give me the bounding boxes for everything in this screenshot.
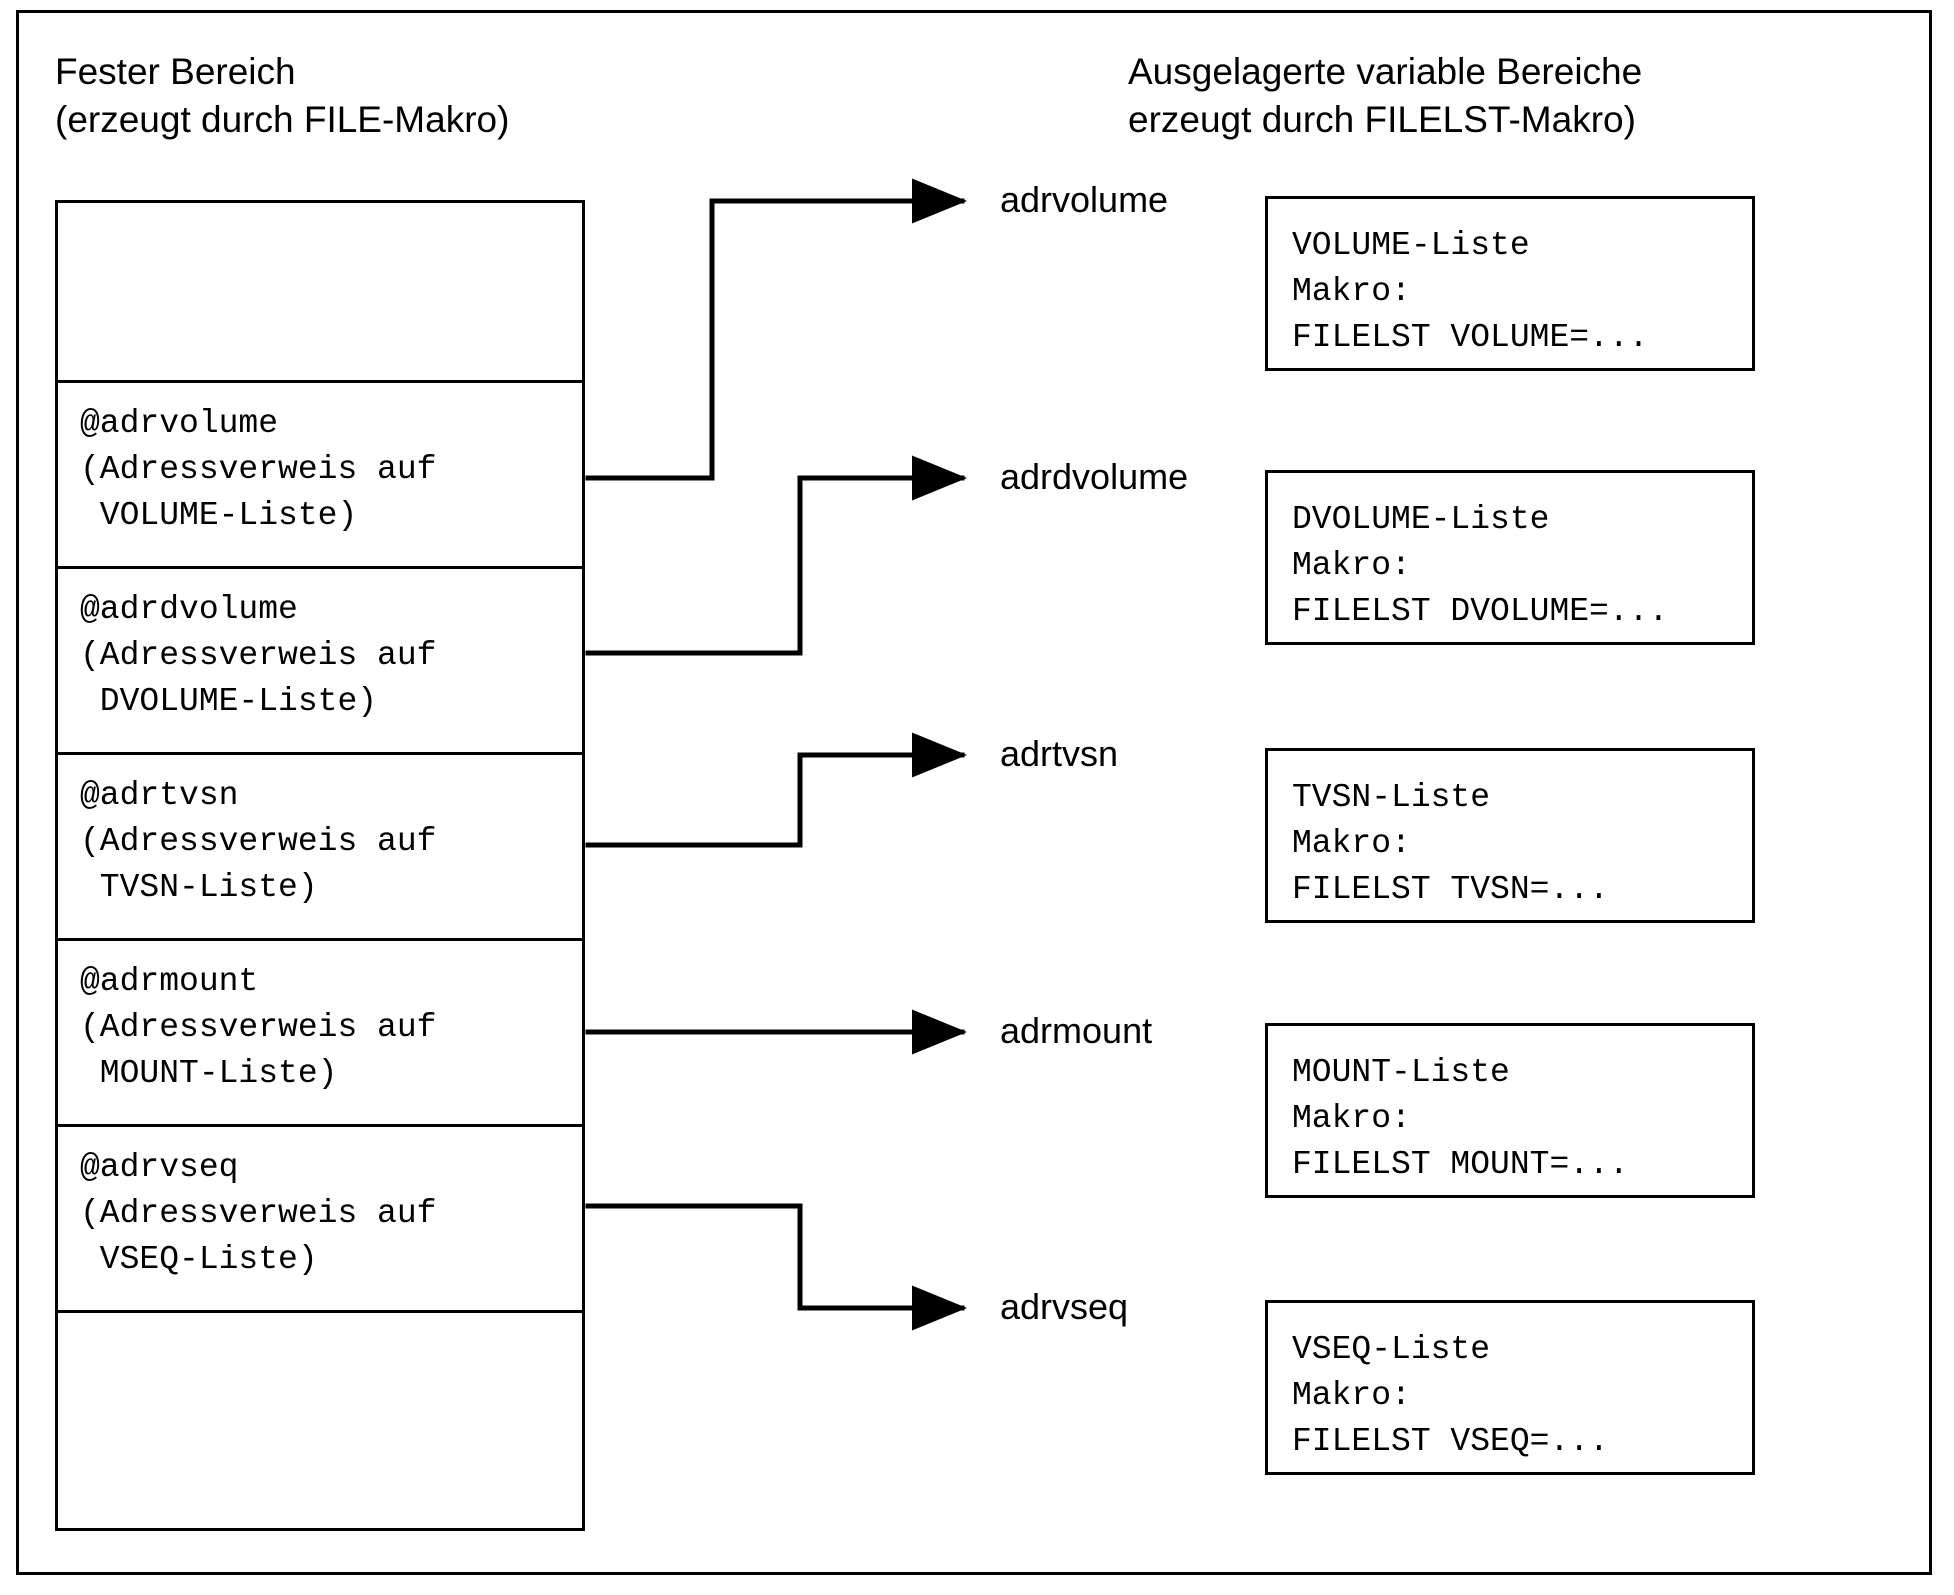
- fixed-area-cell-adrtvsn: @adrtvsn (Adressverweis auf TVSN-Liste): [80, 777, 437, 906]
- right-column-heading: Ausgelagerte variable Bereiche erzeugt d…: [1128, 51, 1643, 140]
- list-box-mount-text: MOUNT-Liste Makro: FILELST MOUNT=...: [1292, 1054, 1629, 1183]
- list-box-dvolume: DVOLUME-Liste Makro: FILELST DVOLUME=...: [1265, 470, 1755, 645]
- list-box-volume-text: VOLUME-Liste Makro: FILELST VOLUME=...: [1292, 227, 1649, 356]
- fixed-area-cell-adrmount: @adrmount (Adressverweis auf MOUNT-Liste…: [80, 963, 437, 1092]
- list-box-vseq: VSEQ-Liste Makro: FILELST VSEQ=...: [1265, 1300, 1755, 1475]
- fixed-area-table: @adrvolume (Adressverweis auf VOLUME-Lis…: [55, 200, 585, 1531]
- diagram-outer-frame: [16, 10, 1932, 1575]
- fixed-area-row-adrvolume: @adrvolume (Adressverweis auf VOLUME-Lis…: [58, 383, 582, 569]
- fixed-area-cell-adrvolume: @adrvolume (Adressverweis auf VOLUME-Lis…: [80, 405, 437, 534]
- fixed-area-cell-empty-top: [58, 203, 582, 221]
- target-label-adrmount: adrmount: [1000, 1010, 1153, 1051]
- fixed-area-row-adrdvolume: @adrdvolume (Adressverweis auf DVOLUME-L…: [58, 569, 582, 755]
- list-box-dvolume-text: DVOLUME-Liste Makro: FILELST DVOLUME=...: [1292, 501, 1669, 630]
- list-box-tvsn: TVSN-Liste Makro: FILELST TVSN=...: [1265, 748, 1755, 923]
- target-label-adrtvsn: adrtvsn: [1000, 733, 1119, 774]
- fixed-area-cell-empty-bottom: [58, 1313, 582, 1331]
- fixed-area-cell-adrdvolume: @adrdvolume (Adressverweis auf DVOLUME-L…: [80, 591, 437, 720]
- list-box-tvsn-text: TVSN-Liste Makro: FILELST TVSN=...: [1292, 779, 1609, 908]
- list-box-mount: MOUNT-Liste Makro: FILELST MOUNT=...: [1265, 1023, 1755, 1198]
- fixed-area-row-adrtvsn: @adrtvsn (Adressverweis auf TVSN-Liste): [58, 755, 582, 941]
- target-label-adrvseq: adrvseq: [1000, 1286, 1129, 1327]
- fixed-area-cell-adrvseq: @adrvseq (Adressverweis auf VSEQ-Liste): [80, 1149, 437, 1278]
- fixed-area-row-adrmount: @adrmount (Adressverweis auf MOUNT-Liste…: [58, 941, 582, 1127]
- fixed-area-row-empty-bottom: [58, 1313, 582, 1528]
- fixed-area-row-empty-top: [58, 203, 582, 383]
- target-label-adrdvolume: adrdvolume: [1000, 456, 1189, 497]
- list-box-vseq-text: VSEQ-Liste Makro: FILELST VSEQ=...: [1292, 1331, 1609, 1460]
- left-column-heading: Fester Bereich (erzeugt durch FILE-Makro…: [55, 51, 510, 140]
- target-label-adrvolume: adrvolume: [1000, 179, 1169, 220]
- fixed-area-row-adrvseq: @adrvseq (Adressverweis auf VSEQ-Liste): [58, 1127, 582, 1313]
- list-box-volume: VOLUME-Liste Makro: FILELST VOLUME=...: [1265, 196, 1755, 371]
